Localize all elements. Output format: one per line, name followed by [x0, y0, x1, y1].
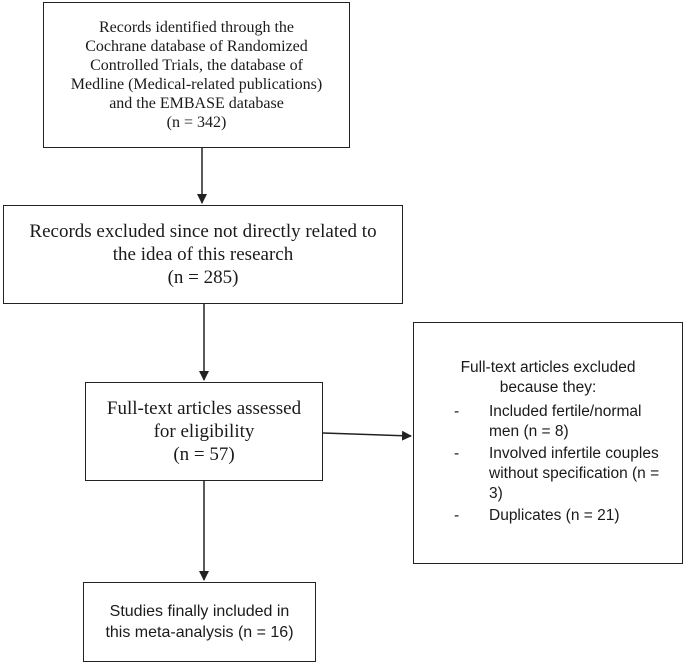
records-identified-line: Cochrane database of Randomized: [85, 38, 308, 55]
studies-included-box: Studies finally included in this meta-an…: [83, 582, 316, 662]
records-excluded-box: Records excluded since not directly rela…: [3, 205, 403, 304]
full-text-excluded-title: Full-text articles excluded because they…: [414, 358, 682, 398]
exclusion-reason-item: - Involved infertile couples without spe…: [454, 444, 672, 504]
full-text-excluded-box: Full-text articles excluded because they…: [413, 322, 683, 564]
full-text-excluded-title-line: Full-text articles excluded: [460, 359, 636, 376]
records-identified-line: Medline (Medical-related publications): [70, 76, 323, 93]
exclusion-reason-item: - Included fertile/normal men (n = 8): [454, 402, 672, 442]
arrow-assessed-to-excluded: [322, 430, 412, 441]
exclusion-reason-text: Included fertile/normal men (n = 8): [489, 403, 642, 440]
full-text-assessed-line: Full-text articles assessed: [106, 398, 302, 419]
records-excluded-count: (n = 285): [167, 267, 239, 288]
records-identified-line: and the EMBASE database: [109, 95, 284, 112]
exclusion-reasons-list: - Included fertile/normal men (n = 8) - …: [414, 402, 682, 528]
exclusion-reason-item: - Duplicates (n = 21): [454, 506, 672, 526]
full-text-assessed-box: Full-text articles assessed for eligibil…: [85, 382, 323, 481]
full-text-assessed-count: (n = 57): [173, 444, 235, 465]
records-excluded-line: Records excluded since not directly rela…: [29, 221, 377, 242]
records-identified-line: Controlled Trials, the database of: [90, 57, 303, 74]
list-dash-marker: -: [454, 445, 460, 462]
records-identified-count: (n = 342): [166, 114, 227, 131]
records-excluded-line: the idea of this research: [112, 244, 294, 265]
records-identified-box: Records identified through the Cochrane …: [43, 2, 350, 148]
studies-included-line: Studies finally included in: [109, 603, 290, 620]
list-dash-marker: -: [454, 507, 460, 524]
records-identified-line: Records identified through the: [98, 19, 295, 36]
exclusion-reason-text: Involved infertile couples without speci…: [489, 445, 660, 502]
exclusion-reason-text: Duplicates (n = 21): [489, 507, 620, 524]
full-text-excluded-title-line: because they:: [499, 379, 597, 396]
studies-included-line: this meta-analysis (n = 16): [105, 624, 294, 641]
full-text-assessed-line: for eligibility: [153, 421, 255, 442]
list-dash-marker: -: [454, 403, 460, 420]
